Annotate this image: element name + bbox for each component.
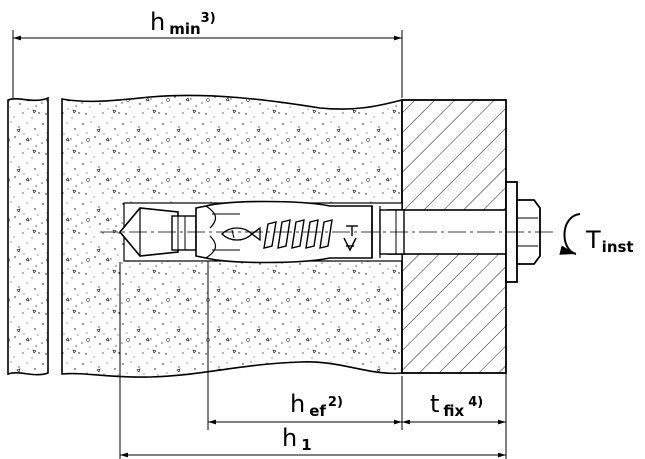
sleeve-slots bbox=[263, 219, 333, 249]
torque-arrow-icon bbox=[559, 213, 581, 255]
concrete-strip-left bbox=[7, 96, 49, 376]
fish-logo-icon bbox=[221, 226, 261, 242]
torque-label: Tinst bbox=[585, 226, 634, 256]
threaded-rod-end bbox=[171, 215, 197, 251]
sleeve-marking bbox=[343, 225, 358, 252]
